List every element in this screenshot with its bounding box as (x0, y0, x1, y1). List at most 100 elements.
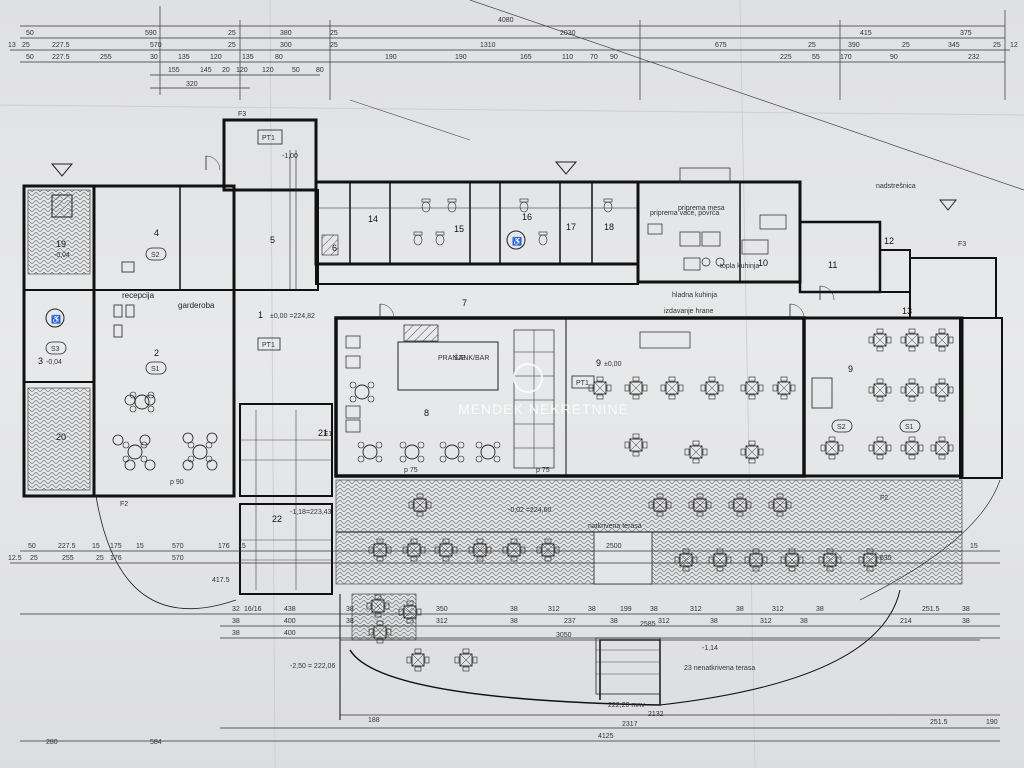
left-wing: ♿ (22, 184, 236, 498)
svg-text:38: 38 (510, 606, 518, 613)
level-23: -1,14 (702, 645, 718, 652)
tag-s2-left: S2 (145, 247, 167, 261)
hall-9-east-tables (820, 328, 954, 460)
svg-text:2030: 2030 (560, 30, 576, 37)
main-hall (334, 316, 1003, 479)
svg-text:280: 280 (46, 739, 58, 746)
level-room-3: -0,04 (46, 359, 62, 366)
svg-text:675: 675 (715, 42, 727, 49)
svg-text:38: 38 (736, 606, 744, 613)
label-izdavanje-hrane: izdavanje hrane (664, 308, 714, 315)
level-room-19: -0,04 (54, 252, 70, 259)
level-triangles (50, 161, 958, 211)
tag-f1-hall: F1 (324, 431, 332, 438)
svg-text:345: 345 (948, 42, 960, 49)
dim-row3: 50 227.5 255 30 135 120 135 80 190 190 1… (26, 54, 980, 61)
svg-text:438: 438 (284, 606, 296, 613)
svg-text:312: 312 (548, 606, 560, 613)
svg-text:176: 176 (110, 555, 122, 562)
covered-terrace (335, 479, 963, 585)
svg-text:38: 38 (232, 630, 240, 637)
dim-row4: 155 145 20 120 120 50 80 (168, 67, 324, 74)
label-nadstresnica: nadstrešnica (876, 183, 916, 190)
svg-text:25: 25 (22, 42, 30, 49)
svg-text:635: 635 (880, 555, 892, 562)
svg-text:38: 38 (346, 606, 354, 613)
svg-text:50: 50 (28, 543, 36, 550)
tag-s3-left: S3 (45, 341, 67, 355)
svg-text:S1: S1 (151, 366, 160, 373)
svg-text:15: 15 (92, 543, 100, 550)
svg-text:417.5: 417.5 (212, 577, 230, 584)
svg-text:251.5: 251.5 (930, 719, 948, 726)
svg-text:1310: 1310 (480, 42, 496, 49)
svg-text:♿: ♿ (512, 236, 522, 246)
bdim-row4: 38 400 38 312 38 237 38 312 38 312 38 21… (232, 618, 970, 625)
tag-pt1-top: PT1 (262, 135, 275, 142)
svg-text:S2: S2 (151, 252, 160, 259)
svg-text:2500: 2500 (606, 543, 622, 550)
svg-text:50: 50 (292, 67, 300, 74)
svg-text:2585: 2585 (640, 621, 656, 628)
room-19: 19 (56, 239, 66, 249)
svg-text:190: 190 (455, 54, 467, 61)
level-1-marker: 1 ±0,00 =224,82 (258, 310, 315, 320)
room-7: 7 (462, 298, 467, 308)
svg-text:25: 25 (228, 30, 236, 37)
svg-text:38: 38 (610, 618, 618, 625)
svg-text:90: 90 (890, 54, 898, 61)
svg-text:312: 312 (690, 606, 702, 613)
svg-text:15: 15 (970, 543, 978, 550)
label-sank: ŠANK/BAR (454, 353, 489, 362)
svg-text:255: 255 (62, 555, 74, 562)
svg-text:225: 225 (780, 54, 792, 61)
svg-text:350: 350 (436, 606, 448, 613)
svg-text:16/16: 16/16 (244, 606, 262, 613)
svg-text:190: 190 (986, 719, 998, 726)
service-tower (222, 118, 319, 291)
svg-text:4125: 4125 (598, 733, 614, 740)
svg-text:38: 38 (800, 618, 808, 625)
service-strip (314, 180, 997, 319)
svg-text:30: 30 (150, 54, 158, 61)
svg-text:176: 176 (218, 543, 230, 550)
svg-text:25: 25 (808, 42, 816, 49)
level-22: -1,18=223,43 (290, 509, 332, 516)
svg-text:190: 190 (385, 54, 397, 61)
svg-text:570: 570 (150, 42, 162, 49)
hall-8-tables (349, 381, 501, 463)
svg-text:±0,00 =224,82: ±0,00 =224,82 (270, 313, 315, 320)
svg-text:50: 50 (26, 54, 34, 61)
room-11: 11 (828, 260, 837, 270)
svg-text:38: 38 (962, 618, 970, 625)
svg-text:13: 13 (8, 42, 16, 49)
room-10: 10 (758, 258, 768, 268)
dim-row5: 320 (186, 81, 198, 88)
svg-text:90: 90 (610, 54, 618, 61)
svg-text:25: 25 (228, 42, 236, 49)
label-natkrivena-terasa: natkrivena terasa (588, 523, 642, 530)
svg-text:38: 38 (650, 606, 658, 613)
label-priprema-mesa: priprema mesa (678, 205, 725, 212)
svg-text:38: 38 (346, 618, 354, 625)
svg-text:570: 570 (172, 543, 184, 550)
svg-text:80: 80 (275, 54, 283, 61)
svg-text:25: 25 (902, 42, 910, 49)
svg-text:375: 375 (960, 30, 972, 37)
svg-text:25: 25 (993, 42, 1001, 49)
svg-text:S1: S1 (905, 424, 914, 431)
svg-text:584: 584 (150, 739, 162, 746)
svg-text:120: 120 (262, 67, 274, 74)
svg-text:199: 199 (620, 606, 632, 613)
label-topla-kuhinja: topla kuhinja (720, 263, 759, 270)
hall-9-tables (588, 376, 796, 464)
tag-pt1-hall: PT1 (571, 375, 595, 389)
label-priprema-vace: priprema vaće, povrća (650, 210, 719, 217)
label-hladna-kuhinja: hladna kuhinja (672, 292, 717, 299)
bdim-row9: 280 584 4125 (46, 733, 614, 746)
svg-text:390: 390 (848, 42, 860, 49)
svg-text:227.5: 227.5 (52, 54, 70, 61)
dim-row1: 50 590 25 380 25 2030 415 375 (26, 30, 972, 37)
